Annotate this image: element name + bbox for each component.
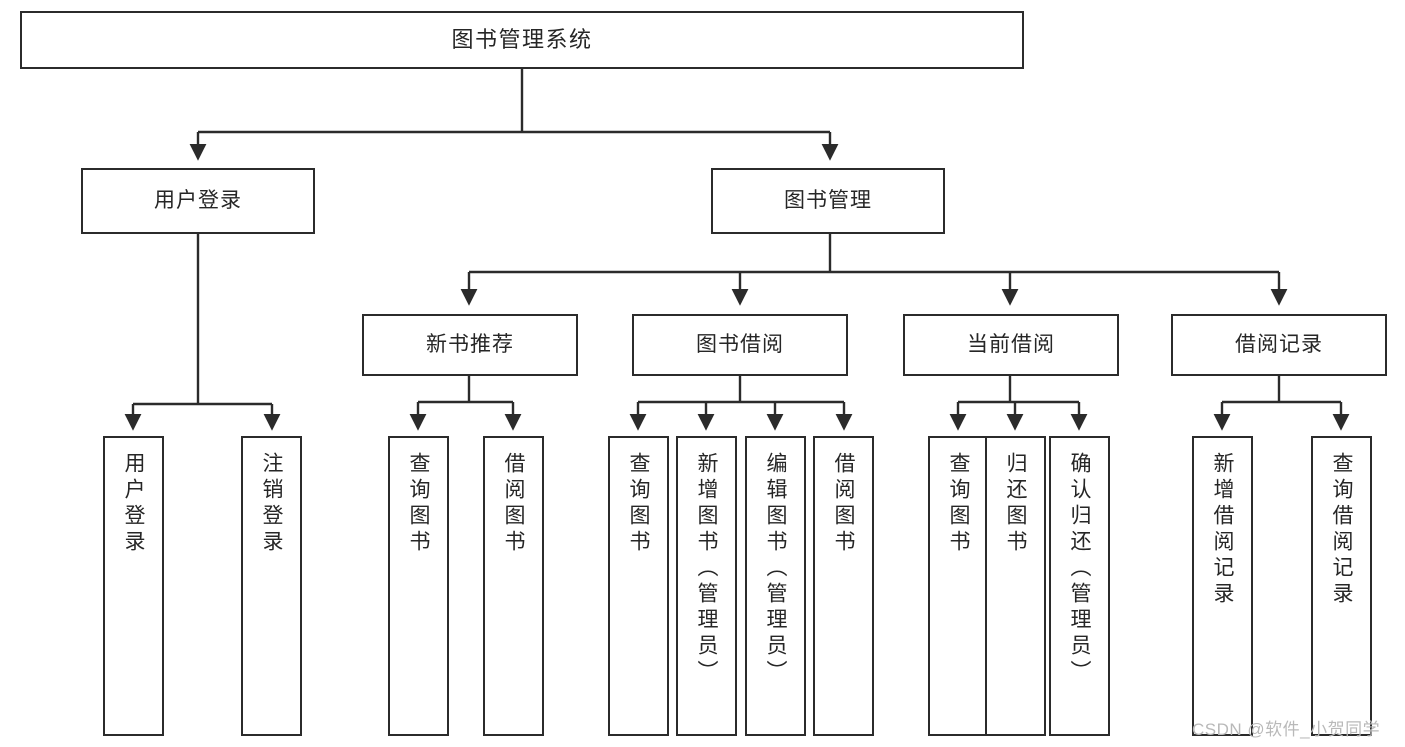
node-label: 查询借阅记录	[1330, 452, 1353, 608]
leaf-borrow-record-query[interactable]: 查询借阅记录	[1311, 436, 1372, 736]
node-label: 用户登录	[154, 188, 242, 212]
node-label: 新书推荐	[426, 332, 514, 356]
leaf-book-borrow-query[interactable]: 查询图书	[608, 436, 669, 736]
node-label: 借阅图书	[832, 452, 855, 556]
node-label: 借阅记录	[1235, 332, 1323, 356]
node-label: 编辑图书（管理员）	[764, 452, 787, 686]
leaf-book-borrow-borrow[interactable]: 借阅图书	[813, 436, 874, 736]
node-book-borrow[interactable]: 图书借阅	[632, 314, 848, 376]
node-label: 查询图书	[627, 452, 650, 556]
node-label: 新增借阅记录	[1211, 452, 1234, 608]
node-label: 查询图书	[407, 452, 430, 556]
leaf-new-book-query[interactable]: 查询图书	[388, 436, 449, 736]
node-label: 当前借阅	[967, 332, 1055, 356]
leaf-book-borrow-edit[interactable]: 编辑图书（管理员）	[745, 436, 806, 736]
node-book-management[interactable]: 图书管理	[711, 168, 945, 234]
node-label: 注销登录	[260, 452, 283, 556]
node-label: 图书管理系统	[451, 27, 593, 53]
leaf-current-borrow-query[interactable]: 查询图书	[928, 436, 989, 736]
leaf-book-borrow-add[interactable]: 新增图书（管理员）	[676, 436, 737, 736]
leaf-borrow-record-add[interactable]: 新增借阅记录	[1192, 436, 1253, 736]
leaf-current-borrow-return[interactable]: 归还图书	[985, 436, 1046, 736]
node-label: 查询图书	[947, 452, 970, 556]
leaf-new-book-borrow[interactable]: 借阅图书	[483, 436, 544, 736]
node-label: 图书管理	[784, 188, 872, 212]
node-label: 归还图书	[1004, 452, 1027, 556]
node-user-login[interactable]: 用户登录	[81, 168, 315, 234]
node-current-borrow[interactable]: 当前借阅	[903, 314, 1119, 376]
leaf-user-login-logout[interactable]: 注销登录	[241, 436, 302, 736]
node-label: 用户登录	[122, 452, 145, 556]
node-root-system[interactable]: 图书管理系统	[20, 11, 1024, 69]
leaf-current-borrow-confirm-return[interactable]: 确认归还（管理员）	[1049, 436, 1110, 736]
node-label: 借阅图书	[502, 452, 525, 556]
node-label: 确认归还（管理员）	[1068, 452, 1091, 686]
node-label: 图书借阅	[696, 332, 784, 356]
leaf-user-login-login[interactable]: 用户登录	[103, 436, 164, 736]
node-borrow-record[interactable]: 借阅记录	[1171, 314, 1387, 376]
csdn-watermark: CSDN @软件_小贺同学	[1192, 720, 1381, 739]
node-label: 新增图书（管理员）	[695, 452, 718, 686]
node-new-book-recommend[interactable]: 新书推荐	[362, 314, 578, 376]
